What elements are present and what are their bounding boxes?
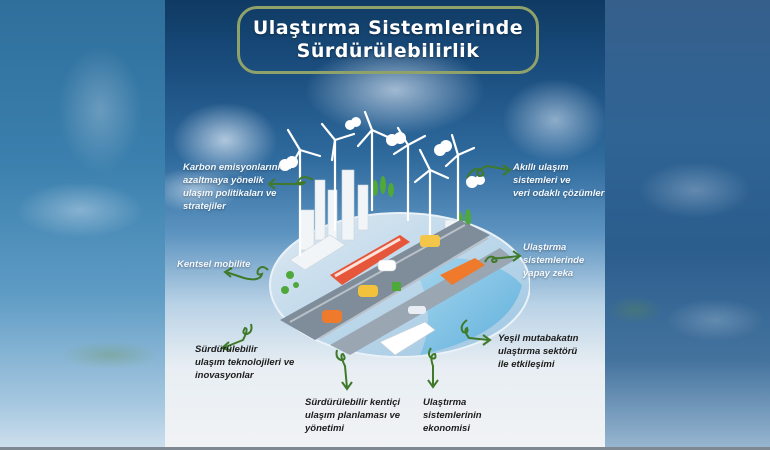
title-line-1: Ulaştırma Sistemlerinde (252, 17, 524, 39)
label-urban-mobility: Kentsel mobilite (177, 259, 251, 270)
blurred-background-left (0, 0, 165, 450)
arrow-to-tech (219, 323, 253, 351)
label-urban-planning: Sürdürülebilir kentiçi ulaşım planlaması… (305, 397, 401, 434)
arrow-to-carbon (267, 176, 314, 190)
label-green-deal: Yeşil mutabakatın ulaştırma sektörü ile … (498, 333, 579, 370)
arrow-to-ai (484, 250, 522, 264)
arrow-to-planning (335, 349, 353, 391)
label-ai-in-transport: Ulaştırma sistemlerinde yapay zeka (523, 242, 585, 279)
infographic-poster: Ulaştırma Sistemlerinde Sürdürülebilirli… (165, 0, 605, 448)
sustainable-city-illustration (269, 110, 530, 358)
title-line-2: Sürdürülebilirlik (296, 40, 480, 62)
label-transport-economics: Ulaştırma sistemlerinin ekonomisi (423, 397, 482, 434)
label-carbon-emission-policies: Karbon emisyonlarını azaltmaya yönelik u… (183, 162, 281, 212)
label-smart-transport: Akıllı ulaşım sistemleri ve veri odaklı … (513, 162, 605, 199)
blurred-background-right (605, 0, 770, 450)
arrow-to-mobility (223, 266, 269, 281)
arrow-to-smart (466, 164, 512, 179)
title-frame: Ulaştırma Sistemlerinde Sürdürülebilirli… (237, 6, 539, 74)
label-sustainable-technologies: Sürdürülebilir ulaşım teknolojileri ve i… (195, 344, 295, 381)
bottom-edge (0, 447, 770, 450)
arrow-to-green (460, 319, 492, 346)
arrow-to-economy (427, 347, 439, 389)
